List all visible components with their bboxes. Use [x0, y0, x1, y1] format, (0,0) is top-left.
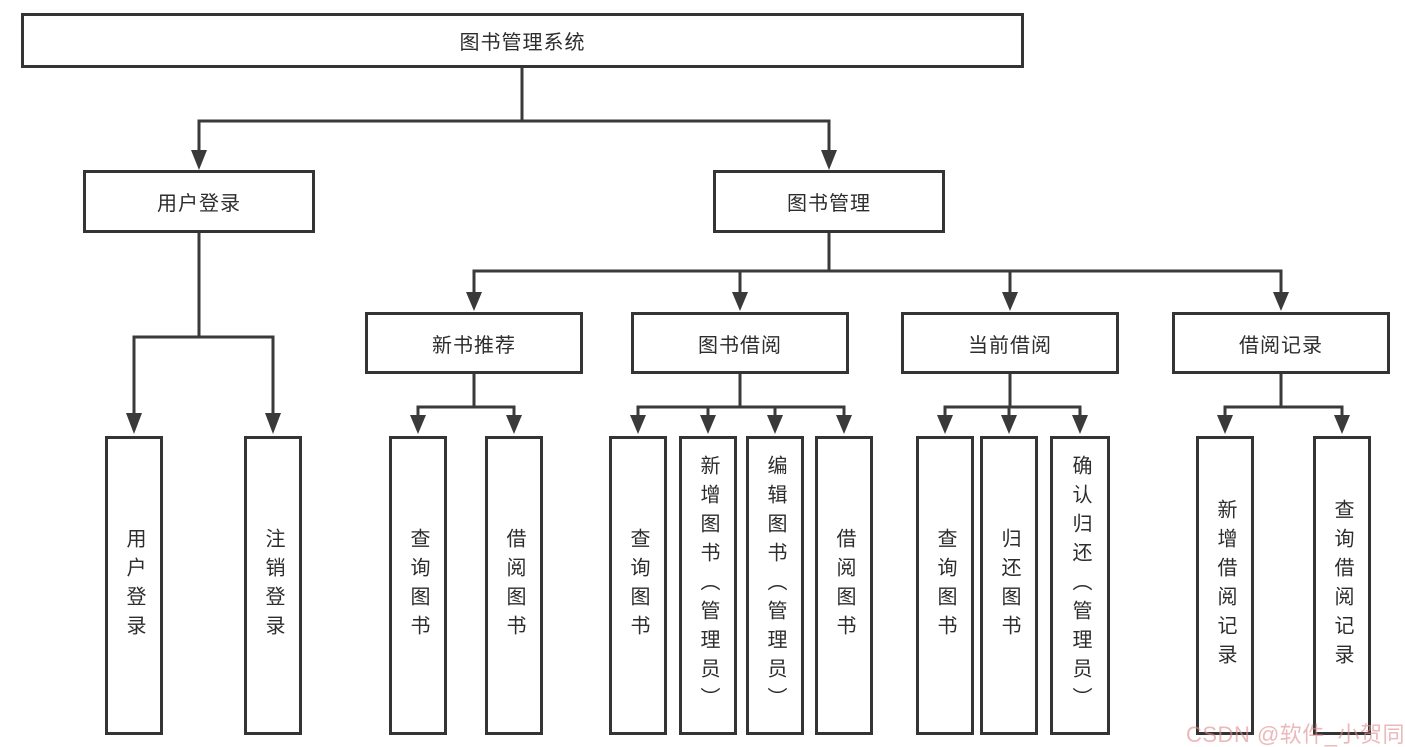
leaf-edit-book-admin: 编辑图书（管理员）: [746, 436, 804, 735]
leaf-borrow-book: 借阅图书: [815, 436, 873, 735]
node-current-borrow: 当前借阅: [901, 312, 1119, 374]
leaf-return-book: 归还图书: [980, 436, 1038, 735]
leaf-label: 查询图书: [627, 527, 649, 644]
leaf-label: 查询图书: [407, 527, 429, 644]
leaf-label: 借阅图书: [833, 527, 855, 644]
node-new-book-recommend: 新书推荐: [365, 312, 583, 374]
node-book-management: 图书管理: [713, 170, 945, 233]
leaf-label: 查询图书: [934, 527, 956, 644]
node-root-system: 图书管理系统: [21, 13, 1024, 68]
leaf-label: 新增借阅记录: [1214, 498, 1236, 673]
leaf-label: 确认归还（管理员）: [1069, 455, 1091, 716]
node-user-login: 用户登录: [83, 170, 315, 233]
leaf-query-book-borrow: 查询图书: [609, 436, 667, 735]
leaf-label: 借阅图书: [503, 527, 525, 644]
leaf-label: 查询借阅记录: [1331, 498, 1353, 673]
leaf-label: 归还图书: [998, 527, 1020, 644]
leaf-borrow-book-recommend: 借阅图书: [485, 436, 543, 735]
leaf-confirm-return-admin: 确认归还（管理员）: [1050, 436, 1110, 735]
leaf-label: 新增图书（管理员）: [697, 455, 719, 716]
leaf-label: 注销登录: [262, 527, 284, 644]
leaf-label: 编辑图书（管理员）: [764, 455, 786, 716]
csdn-watermark: CSDN @软件_小贺同学: [1186, 722, 1405, 747]
node-book-borrow: 图书借阅: [631, 312, 849, 374]
leaf-query-book-current: 查询图书: [916, 436, 974, 735]
node-borrow-record: 借阅记录: [1172, 312, 1390, 374]
leaf-add-borrow-record: 新增借阅记录: [1196, 436, 1254, 735]
leaf-logout: 注销登录: [244, 436, 302, 735]
leaf-add-book-admin: 新增图书（管理员）: [679, 436, 737, 735]
leaf-user-login: 用户登录: [105, 436, 163, 735]
leaf-query-borrow-record: 查询借阅记录: [1313, 436, 1371, 735]
leaf-query-book-recommend: 查询图书: [389, 436, 447, 735]
leaf-label: 用户登录: [123, 527, 145, 644]
